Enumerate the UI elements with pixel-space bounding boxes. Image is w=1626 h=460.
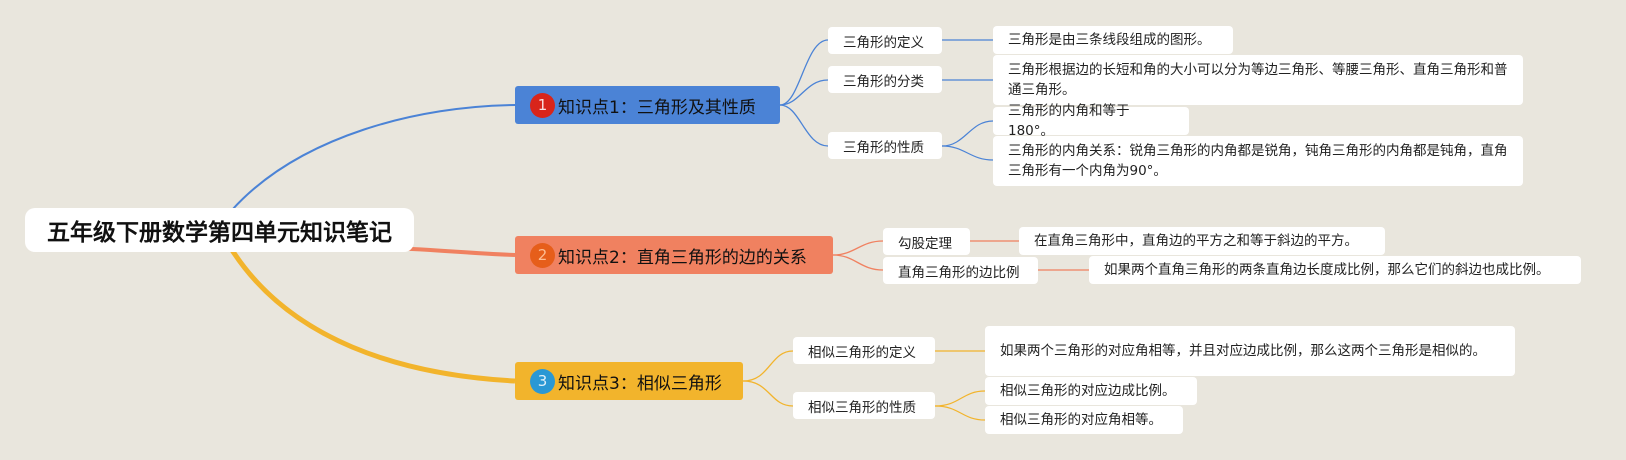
topic-1-title: 知识点1：三角形及其性质 [558,97,756,118]
subtopic-label: 三角形的分类 [843,73,924,90]
leaf-text: 相似三角形的对应边成比例。 [1000,383,1176,399]
leaf-text: 如果两个直角三角形的两条直角边长度成比例，那么它们的斜边也成比例。 [1104,262,1550,278]
subtopic-label: 直角三角形的边比例 [898,264,1020,281]
t2-sub-link-2 [832,254,884,271]
subtopic-label: 三角形的定义 [843,34,924,51]
subtopic-triangle-classification[interactable]: 三角形的分类 [828,66,942,93]
leaf-angle-sum[interactable]: 三角形的内角和等于180°。 [993,103,1189,139]
badge-1: 1 [530,92,555,118]
topic-3-title: 知识点3：相似三角形 [558,373,722,394]
leaf-similar-definition[interactable]: 如果两个三角形的对应角相等，并且对应边成比例，那么这两个三角形是相似的。 [985,326,1515,376]
badge-2: 2 [530,242,555,268]
leaf-text: 在直角三角形中，直角边的平方之和等于斜边的平方。 [1034,233,1358,249]
subtopic-similar-definition[interactable]: 相似三角形的定义 [793,337,935,364]
t1-sub-link-2 [779,79,829,106]
leaf-side-ratio[interactable]: 如果两个直角三角形的两条直角边长度成比例，那么它们的斜边也成比例。 [1089,256,1581,284]
root-link-3 [229,248,516,384]
t1-leaf-link-4 [941,145,994,161]
subtopic-label: 勾股定理 [898,235,952,252]
root-link-1 [231,104,516,211]
leaf-text: 三角形的内角关系：锐角三角形的内角都是锐角，钝角三角形的内角都是钝角，直角三角形… [1008,143,1508,179]
topic-1[interactable]: 1 知识点1：三角形及其性质 [515,86,780,124]
leaf-similar-angles[interactable]: 相似三角形的对应角相等。 [985,406,1183,434]
leaf-text: 相似三角形的对应角相等。 [1000,412,1162,428]
leaf-angle-relation[interactable]: 三角形的内角关系：锐角三角形的内角都是锐角，钝角三角形的内角都是钝角，直角三角形… [993,136,1523,186]
badge-3: 3 [530,368,555,394]
root-title: 五年级下册数学第四单元知识笔记 [47,220,392,246]
leaf-triangle-definition[interactable]: 三角形是由三条线段组成的图形。 [993,26,1233,54]
t1-sub-link-3 [779,104,829,147]
root-node[interactable]: 五年级下册数学第四单元知识笔记 [25,208,414,252]
leaf-text: 三角形的内角和等于180°。 [1008,103,1130,139]
subtopic-triangle-definition[interactable]: 三角形的定义 [828,27,942,54]
leaf-triangle-classification[interactable]: 三角形根据边的长短和角的大小可以分为等边三角形、等腰三角形、直角三角形和普通三角… [993,55,1523,105]
topic-3[interactable]: 3 知识点3：相似三角形 [515,362,743,400]
leaf-pythagorean[interactable]: 在直角三角形中，直角边的平方之和等于斜边的平方。 [1019,227,1385,255]
subtopic-similar-properties[interactable]: 相似三角形的性质 [793,392,935,419]
t3-leaf-link-2 [934,390,986,407]
subtopic-label: 三角形的性质 [843,139,924,156]
subtopic-triangle-properties[interactable]: 三角形的性质 [828,132,942,159]
t1-sub-link-1 [779,39,829,106]
t3-sub-link-1 [742,350,794,382]
subtopic-label: 相似三角形的性质 [808,399,916,416]
leaf-text: 如果两个三角形的对应角相等，并且对应边成比例，那么这两个三角形是相似的。 [1000,343,1486,359]
leaf-text: 三角形根据边的长短和角的大小可以分为等边三角形、等腰三角形、直角三角形和普通三角… [1008,62,1508,98]
topic-2[interactable]: 2 知识点2：直角三角形的边的关系 [515,236,833,274]
t3-leaf-link-3 [934,405,986,421]
subtopic-pythagorean[interactable]: 勾股定理 [883,228,970,255]
leaf-text: 三角形是由三条线段组成的图形。 [1008,32,1211,48]
subtopic-label: 相似三角形的定义 [808,344,916,361]
t1-leaf-link-3 [941,120,994,147]
leaf-similar-sides[interactable]: 相似三角形的对应边成比例。 [985,377,1197,405]
topic-2-title: 知识点2：直角三角形的边的关系 [558,247,807,268]
subtopic-side-ratio[interactable]: 直角三角形的边比例 [883,257,1038,284]
t3-sub-link-2 [742,380,794,407]
t2-sub-link-1 [832,240,884,256]
